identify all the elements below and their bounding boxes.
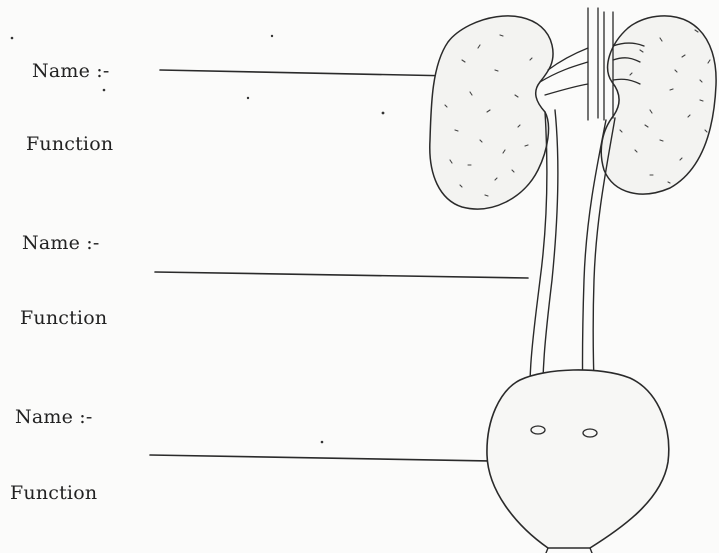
scan-specks <box>11 35 385 444</box>
urinary-bladder <box>487 370 669 548</box>
answer-line-2 <box>155 272 528 278</box>
right-kidney <box>601 16 716 194</box>
aorta <box>588 8 598 120</box>
left-kidney <box>430 16 553 209</box>
answer-line-1 <box>160 70 455 76</box>
answer-line-3 <box>150 455 545 462</box>
